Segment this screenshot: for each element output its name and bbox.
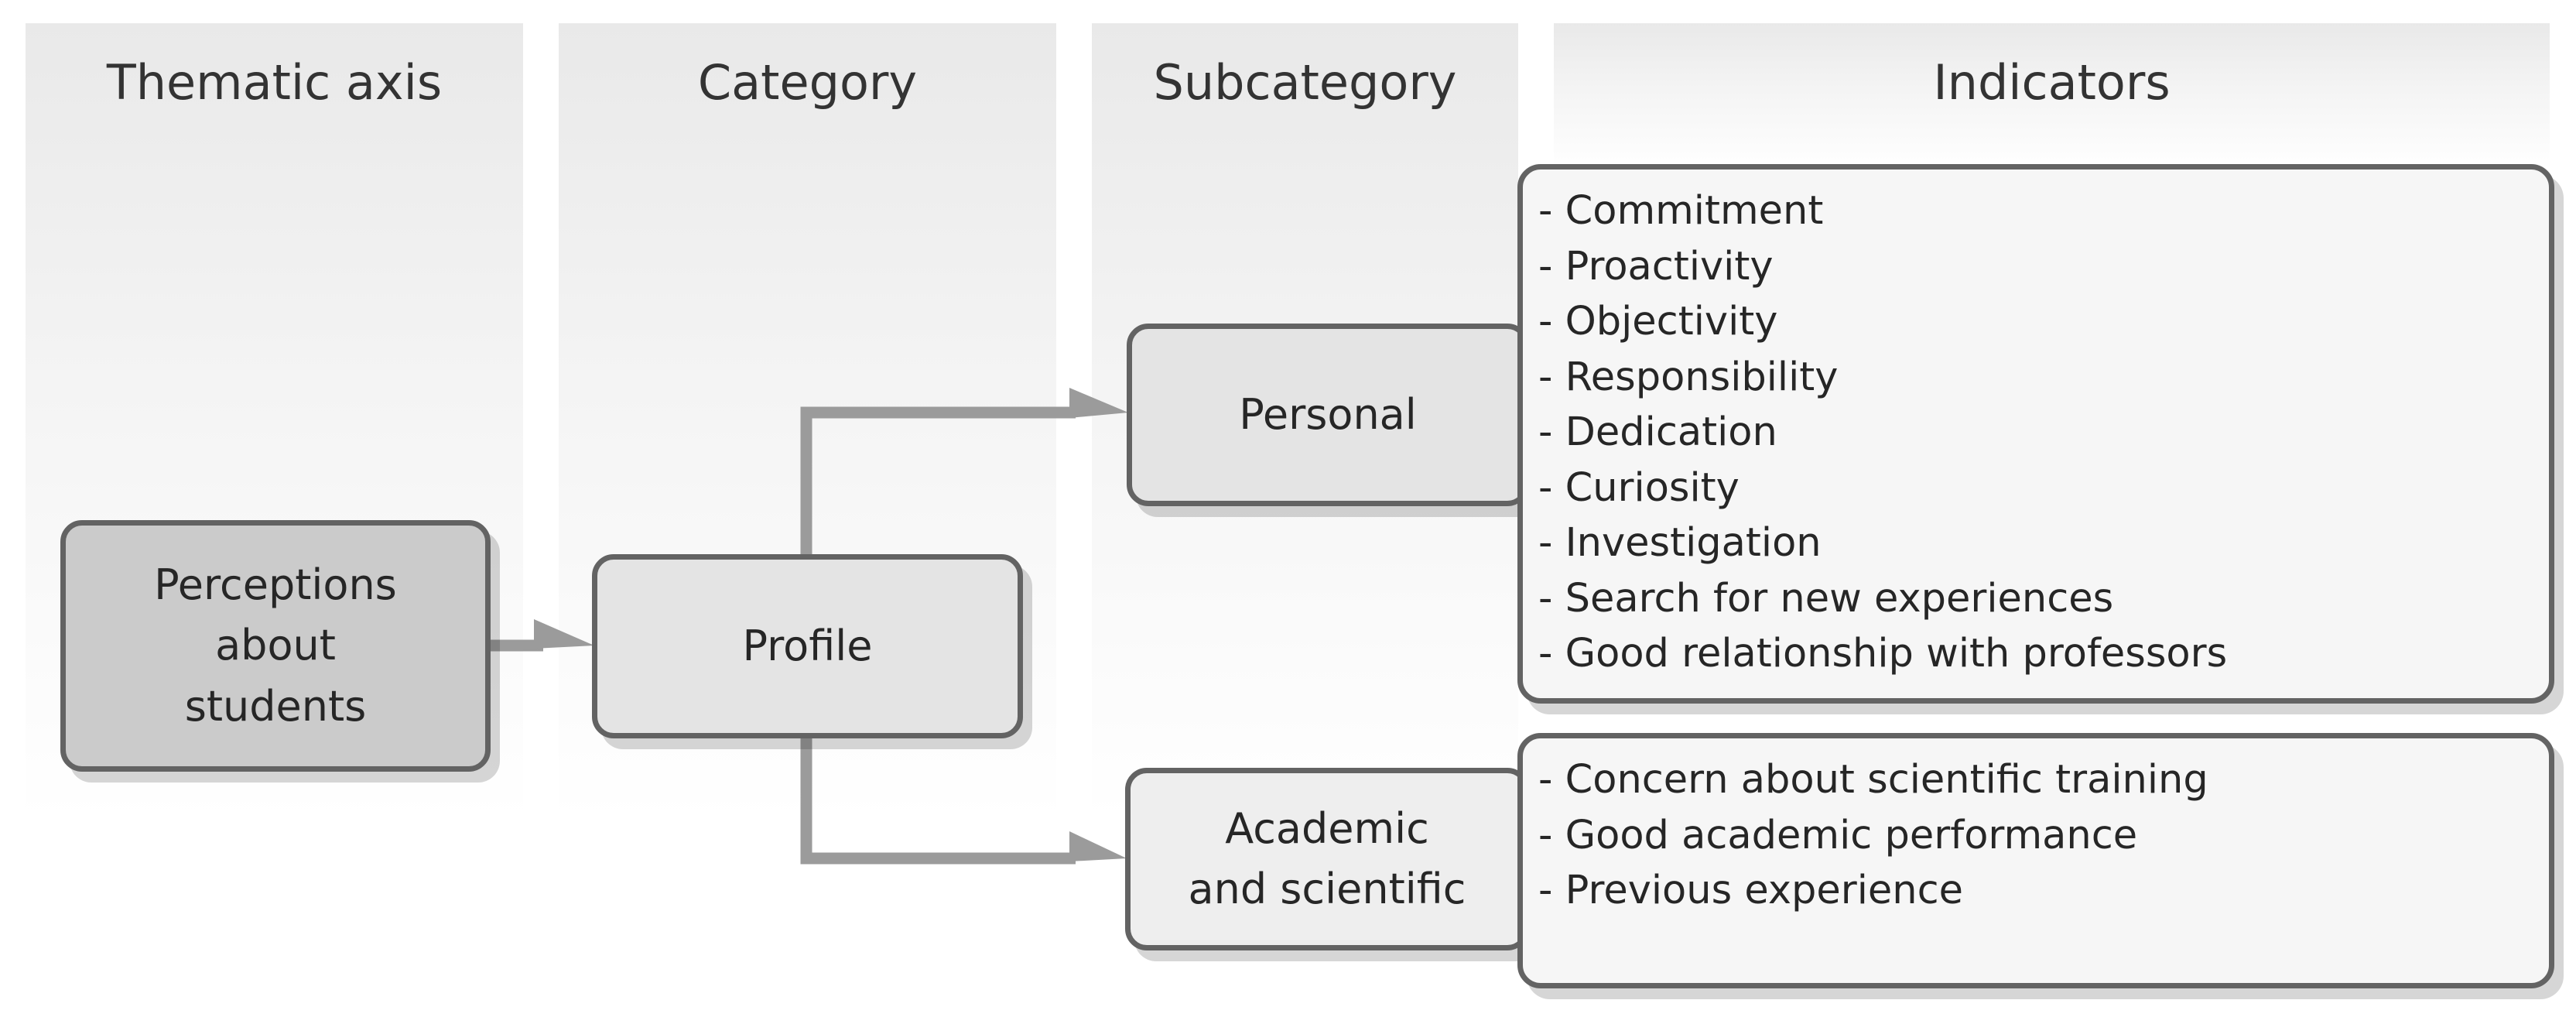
- arrow-profile-to-academic: [800, 737, 1076, 865]
- indicator-item: Objectivity: [1538, 294, 2549, 350]
- category-header: Category: [697, 54, 918, 111]
- academic-node: Academic and scientific: [1125, 768, 1529, 950]
- indicator-item: Commitment: [1538, 183, 2549, 239]
- indicators-column: Indicators: [1554, 23, 2550, 170]
- theme-line-1: Perceptions: [154, 560, 397, 610]
- indicator-item: Investigation: [1538, 515, 2549, 571]
- personal-indicators-box: Commitment Proactivity Objectivity Respo…: [1517, 164, 2554, 704]
- indicator-item: Good academic performance: [1538, 808, 2549, 864]
- personal-label: Personal: [1239, 389, 1417, 439]
- indicators-header: Indicators: [1933, 54, 2171, 111]
- indicator-item: Dedication: [1538, 405, 2549, 461]
- profile-node: Profile: [592, 554, 1023, 738]
- profile-label: Profile: [742, 621, 873, 670]
- theme-line-2: about: [215, 621, 336, 670]
- academic-line-1: Academic: [1225, 803, 1429, 853]
- arrowhead-personal: [1069, 388, 1128, 418]
- arrowhead-profile: [534, 619, 594, 649]
- indicator-item: Curiosity: [1538, 461, 2549, 516]
- personal-node: Personal: [1127, 324, 1529, 506]
- academic-line-2: and scientific: [1188, 865, 1466, 913]
- indicator-item: Good relationship with professors: [1538, 626, 2549, 682]
- indicator-item: Search for new experiences: [1538, 571, 2549, 627]
- subcategory-header: Subcategory: [1153, 54, 1457, 111]
- personal-indicator-list: Commitment Proactivity Objectivity Respo…: [1538, 183, 2549, 682]
- academic-indicators-box: Concern about scientific training Good a…: [1517, 733, 2554, 988]
- thematic-axis-node: Perceptions about students: [60, 520, 491, 772]
- thematic-axis-header: Thematic axis: [106, 54, 443, 111]
- indicator-item: Proactivity: [1538, 239, 2549, 295]
- academic-indicator-list: Concern about scientific training Good a…: [1538, 752, 2549, 919]
- theme-line-3: students: [184, 681, 367, 731]
- indicator-item: Responsibility: [1538, 350, 2549, 406]
- arrowhead-academic: [1069, 831, 1127, 861]
- arrow-profile-to-personal: [800, 406, 1076, 557]
- indicator-item: Previous experience: [1538, 863, 2549, 919]
- indicator-item: Concern about scientific training: [1538, 752, 2549, 808]
